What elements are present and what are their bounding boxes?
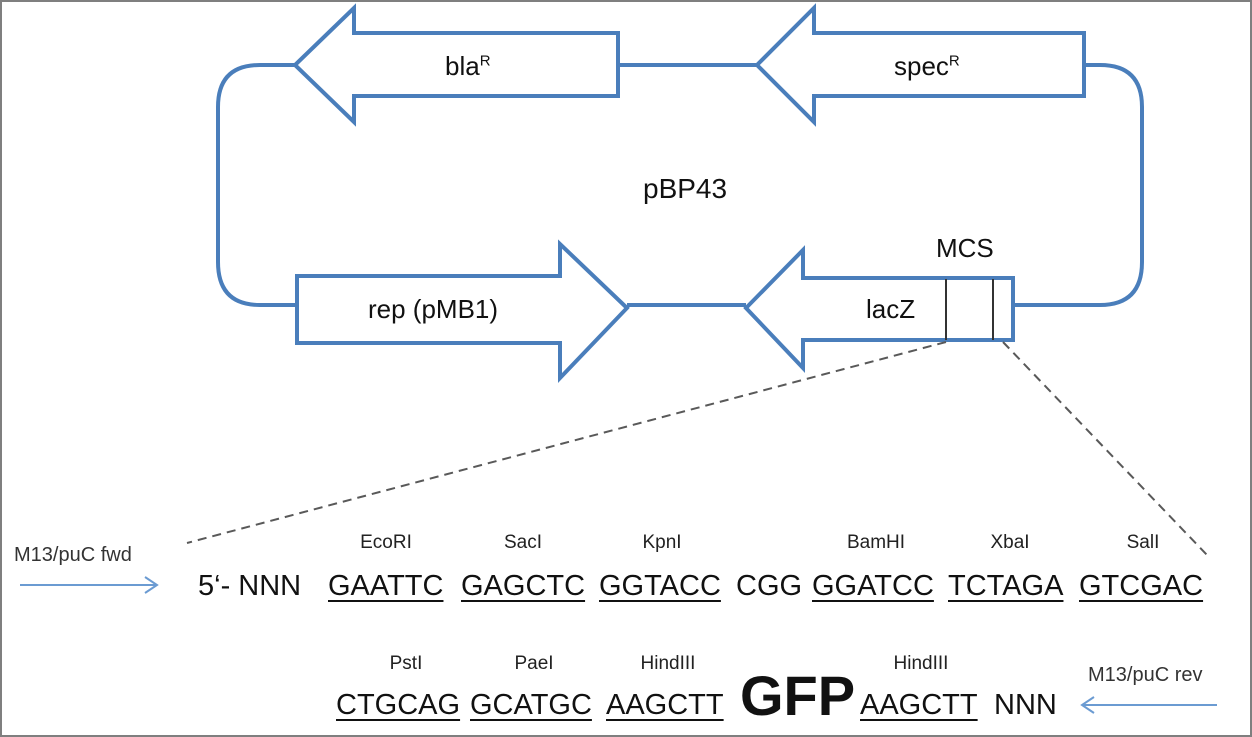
enzyme-label: HindIII xyxy=(893,653,949,674)
enzyme-label: KpnI xyxy=(642,532,682,553)
backbone-right-loop xyxy=(1013,63,1144,307)
backbone-left-loop xyxy=(216,63,297,307)
restriction-site-seq: AAGCTT xyxy=(606,689,724,721)
restriction-site-seq: GAGCTC xyxy=(461,570,586,602)
mcs-zoom-line-right xyxy=(1002,341,1208,556)
fwd-primer-arrow xyxy=(20,576,159,594)
fwd-primer-label: M13/puC fwd xyxy=(14,544,132,566)
enzyme-label: PaeI xyxy=(514,653,554,674)
restriction-site-seq: GCATGC xyxy=(470,689,592,721)
rep-gene-label: rep (pMB1) xyxy=(368,294,499,324)
enzyme-label: BamHI xyxy=(846,532,906,553)
spec-gene-arrow xyxy=(754,3,1086,127)
enzyme-label: SacI xyxy=(503,532,543,553)
spacer-seq: CGG xyxy=(736,570,803,602)
enzyme-label: PstI xyxy=(389,653,423,674)
enzyme-label: SalI xyxy=(1126,532,1160,553)
rev-primer-arrow xyxy=(1080,696,1217,714)
spec-gene-label: specR xyxy=(894,51,960,81)
restriction-site-seq: GTCGAC xyxy=(1079,570,1204,602)
restriction-site-seq: TCTAGA xyxy=(948,570,1064,602)
gfp-insert-label: GFP xyxy=(740,664,856,727)
restriction-site-seq: GGATCC xyxy=(812,570,934,602)
mcs-zoom-line-left xyxy=(186,341,947,544)
restriction-site-seq: AAGCTT xyxy=(860,689,978,721)
rev-primer-label: M13/puC rev xyxy=(1088,664,1203,686)
bla-gene-label: blaR xyxy=(445,51,491,81)
lacz-gene-label: lacZ xyxy=(866,294,916,324)
restriction-site-seq: GAATTC xyxy=(328,570,444,602)
enzyme-label: XbaI xyxy=(990,532,1030,553)
rep-gene-arrow xyxy=(295,239,630,383)
sequence-5prime-start: 5‘- NNN xyxy=(198,570,302,602)
sequence-3prime-end: NNN xyxy=(994,689,1057,721)
enzyme-label: HindIII xyxy=(640,653,696,674)
plasmid-name: pBP43 xyxy=(643,173,728,204)
enzyme-label: EcoRI xyxy=(360,532,412,553)
mcs-label: MCS xyxy=(936,233,994,263)
restriction-site-seq: GGTACC xyxy=(599,570,721,602)
bla-gene-arrow xyxy=(292,3,620,127)
restriction-site-seq: CTGCAG xyxy=(336,689,461,721)
